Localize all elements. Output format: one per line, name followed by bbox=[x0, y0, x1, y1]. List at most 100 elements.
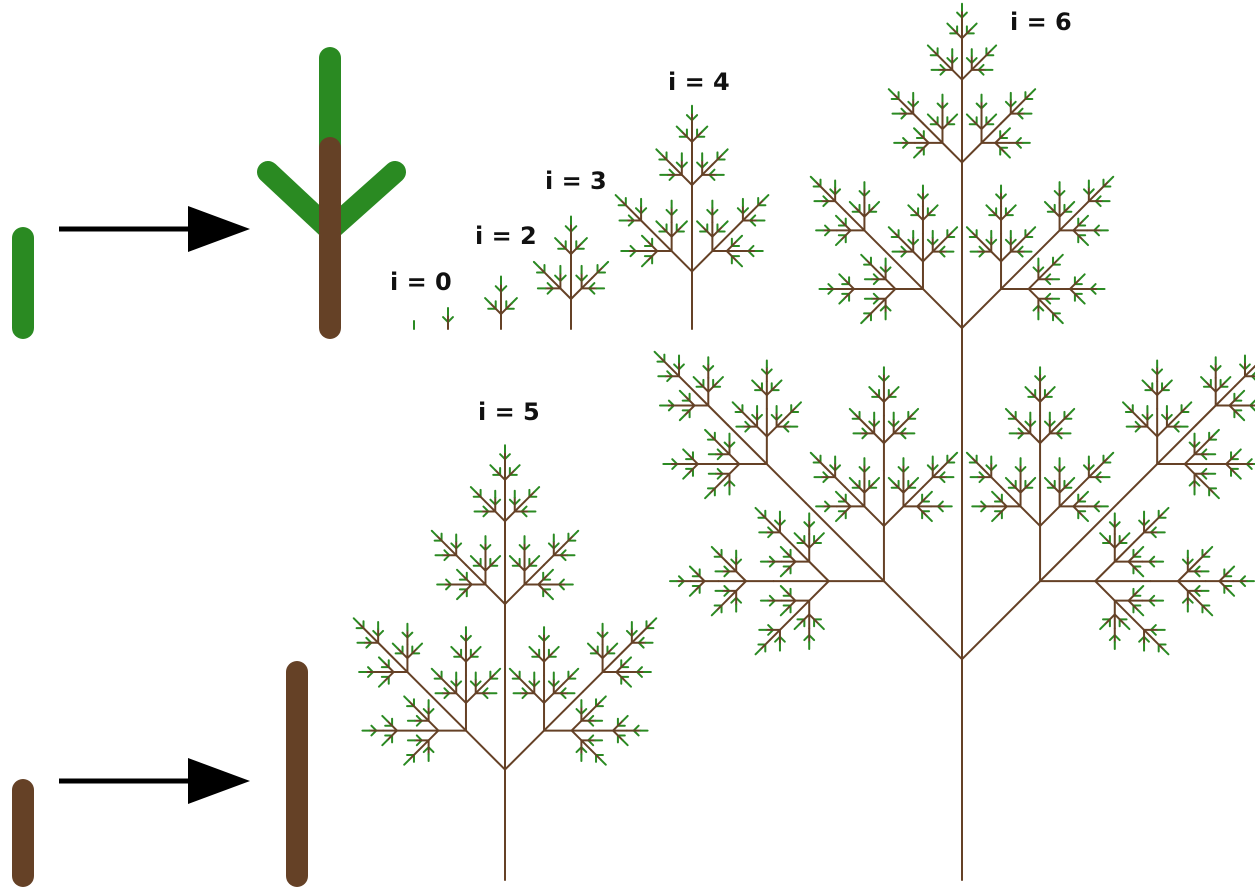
branch-segment bbox=[868, 481, 876, 489]
branch-segment bbox=[1193, 472, 1206, 485]
leaf-segment bbox=[873, 476, 881, 484]
branch-segment bbox=[902, 417, 910, 425]
branch-segment bbox=[552, 544, 565, 557]
leaf-segment bbox=[834, 515, 842, 523]
branch-segment bbox=[718, 443, 731, 456]
leaf-segment bbox=[834, 214, 842, 222]
branch-segment bbox=[427, 719, 440, 732]
branch-segment bbox=[931, 118, 939, 126]
branch-segment bbox=[1027, 278, 1040, 290]
branch-segment bbox=[543, 690, 585, 732]
leaf-segment bbox=[450, 645, 458, 653]
branch-segment bbox=[746, 415, 759, 428]
branch-segment bbox=[853, 412, 861, 420]
leaf-segment bbox=[640, 260, 649, 268]
branch-segment bbox=[1156, 424, 1198, 466]
branch-segment bbox=[1132, 550, 1140, 558]
branch-segment bbox=[533, 650, 541, 658]
branch-segment bbox=[1203, 438, 1211, 446]
branch-segment bbox=[1048, 422, 1061, 435]
branch-segment bbox=[595, 753, 602, 761]
branch-segment bbox=[711, 229, 734, 253]
branch-segment bbox=[1233, 409, 1241, 417]
branch-rule bbox=[12, 661, 308, 887]
branch-segment bbox=[770, 384, 778, 392]
branch-segment bbox=[912, 209, 920, 217]
leaf-segment bbox=[809, 451, 817, 459]
leaf-segment bbox=[599, 758, 607, 766]
branch-segment bbox=[1234, 375, 1246, 387]
leaf-segment bbox=[710, 609, 718, 617]
leaf-segment bbox=[1082, 490, 1090, 498]
leaf-segment bbox=[352, 617, 360, 625]
leaf-segment bbox=[552, 645, 560, 653]
branch-segment bbox=[591, 271, 599, 279]
rule-arrow bbox=[59, 758, 250, 804]
leaf-segment bbox=[990, 44, 998, 52]
branch-segment bbox=[474, 559, 482, 567]
branch-segment bbox=[1000, 112, 1012, 125]
branch-segment bbox=[675, 225, 683, 233]
branch-segment bbox=[951, 27, 959, 35]
branch-segment bbox=[863, 422, 876, 435]
branch-segment bbox=[873, 432, 885, 445]
leaf-segment bbox=[926, 490, 933, 498]
branch-segment bbox=[769, 628, 781, 641]
branch-segment bbox=[570, 719, 583, 732]
branch-segment bbox=[1146, 425, 1159, 438]
leaf-segment bbox=[533, 555, 541, 562]
branch-segment bbox=[980, 240, 993, 253]
branch-segment bbox=[869, 263, 877, 271]
leaf-segment bbox=[381, 714, 389, 722]
branch-segment bbox=[990, 209, 998, 217]
branch-segment bbox=[1029, 432, 1042, 445]
branch-segment bbox=[941, 461, 949, 469]
branch-segment bbox=[1024, 481, 1032, 489]
branch-segment bbox=[764, 516, 772, 524]
leaf-segment bbox=[508, 667, 516, 675]
branch-segment bbox=[921, 250, 934, 263]
leaf-segment bbox=[779, 585, 787, 592]
branch-segment bbox=[882, 580, 963, 661]
branch-segment bbox=[865, 312, 872, 320]
branch-segment bbox=[411, 647, 419, 655]
branch-segment bbox=[863, 229, 885, 251]
leaf-segment bbox=[547, 568, 554, 576]
branch-segment bbox=[1177, 570, 1189, 583]
branch-segment bbox=[1052, 258, 1059, 266]
branch-segment bbox=[720, 599, 728, 607]
branch-segment bbox=[1087, 190, 1100, 203]
branch-segment bbox=[1058, 417, 1066, 425]
leaf-segment bbox=[533, 486, 541, 493]
branch-segment bbox=[528, 490, 536, 498]
branch-segment bbox=[884, 278, 897, 290]
branch-segment bbox=[1203, 482, 1211, 490]
leaf-segment bbox=[494, 667, 502, 675]
leaf-segment bbox=[848, 407, 856, 415]
branch-segment bbox=[1113, 541, 1136, 563]
branch-segment bbox=[1063, 412, 1071, 420]
leaf-segment bbox=[990, 113, 998, 121]
branch-segment bbox=[1037, 268, 1050, 281]
leaf-segment bbox=[528, 645, 536, 653]
leaf-segment bbox=[1078, 273, 1086, 281]
branch-segment bbox=[1009, 240, 1022, 253]
leaf-segment bbox=[887, 88, 895, 96]
branch-segment bbox=[853, 205, 861, 213]
branch-segment bbox=[819, 461, 827, 469]
branch-segment bbox=[396, 647, 404, 655]
leaf-segment bbox=[1082, 515, 1090, 523]
leaf-segment bbox=[1043, 200, 1051, 208]
leaf-segment bbox=[1029, 476, 1037, 484]
branch-segment bbox=[567, 672, 575, 680]
leaf-segment bbox=[1206, 545, 1214, 553]
branch-segment bbox=[474, 682, 487, 695]
branch-segment bbox=[660, 225, 668, 233]
branch-segment bbox=[427, 729, 440, 742]
branch-segment bbox=[687, 384, 710, 407]
branch-segment bbox=[1243, 365, 1255, 378]
branch-segment bbox=[798, 618, 806, 626]
leaf-segment bbox=[611, 642, 619, 650]
branch-segment bbox=[464, 563, 487, 586]
branch-segment bbox=[865, 258, 872, 266]
